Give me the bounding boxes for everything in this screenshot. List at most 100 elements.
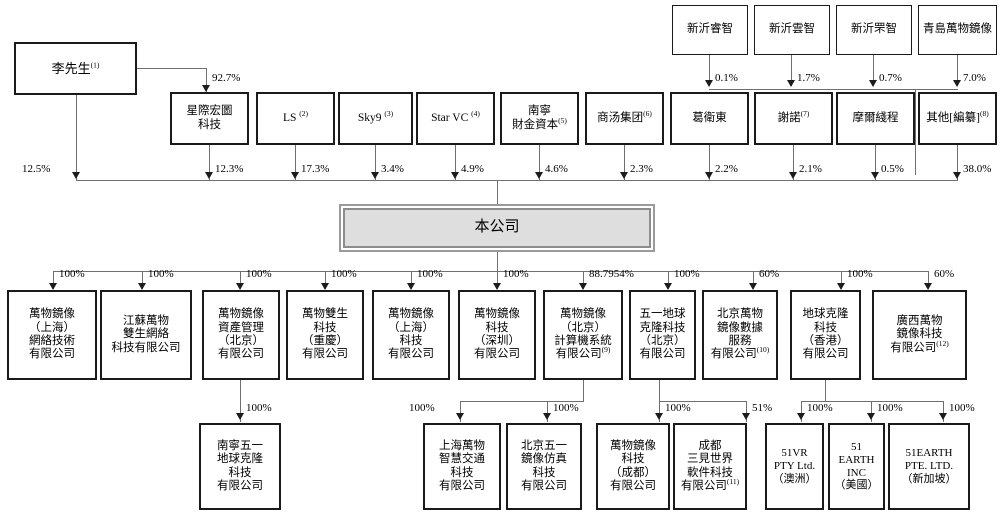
subsidiary-label-5: 萬物鏡像 科技 （深圳） 有限公司 — [474, 308, 520, 361]
connector-upper-1 — [791, 55, 793, 86]
connector-gc-0 — [240, 380, 242, 422]
shareholder-box-0[interactable]: 星際宏圖 科技 — [170, 92, 249, 145]
shareholder-box-3[interactable]: Star VC (4) — [416, 92, 495, 145]
subsidiary-label-8: 北京萬物 鏡像數據 服務 有限公司(10) — [710, 308, 770, 361]
connector-sub-4 — [411, 271, 413, 289]
pct-upper-2: 0.7% — [879, 72, 902, 84]
pct-gc-6: 100% — [877, 402, 903, 414]
arrow-upper-2 — [869, 80, 877, 87]
connector-gc-hub-a — [583, 380, 585, 402]
upper-shareholder-box-1[interactable]: 新沂雲智 — [754, 5, 830, 55]
pct-sub-3: 100% — [331, 268, 357, 280]
subsidiary-label-6: 萬物鏡像 （北京） 計算機系統 有限公司(9) — [554, 308, 612, 361]
arrow-sub-7 — [664, 283, 672, 290]
pct-sh-9: 38.0% — [963, 163, 992, 175]
grandchild-box-5[interactable]: 51VR PTY Ltd. （澳洲） — [765, 423, 824, 510]
connector-sub-9 — [841, 271, 843, 289]
arrow-gc-7 — [939, 413, 947, 420]
upper-bus-line — [709, 89, 958, 91]
connector-gc-bus-b — [659, 401, 747, 403]
pct-sh-2: 3.4% — [381, 163, 404, 175]
shareholder-box-7[interactable]: 謝諾(7) — [754, 92, 833, 145]
arrow-founder-to-sub — [202, 85, 210, 92]
grandchild-box-1[interactable]: 上海萬物 智慧交通 科技 有限公司 — [423, 423, 501, 510]
grandchild-box-2[interactable]: 北京五一 鏡像仿真 科技 有限公司 — [506, 423, 582, 510]
arrow-sh-3 — [451, 172, 459, 179]
founder-box[interactable]: 李先生(1) — [14, 42, 137, 95]
company-to-bus — [497, 252, 499, 272]
grandchild-box-0[interactable]: 南寧五一 地球克隆 科技 有限公司 — [199, 423, 281, 510]
subsidiary-box-5[interactable]: 萬物鏡像 科技 （深圳） 有限公司 — [458, 290, 536, 380]
subsidiary-box-0[interactable]: 萬物鏡像 （上海） 網絡技術 有限公司 — [7, 290, 97, 380]
connector-gc-bus-c — [801, 401, 944, 403]
shareholder-box-5[interactable]: 商汤集团(6) — [585, 92, 664, 145]
arrow-sh-6 — [705, 172, 713, 179]
shareholder-box-6[interactable]: 葛衛東 — [670, 92, 749, 145]
connector-upper-2 — [873, 55, 875, 86]
subsidiary-box-8[interactable]: 北京萬物 鏡像數據 服務 有限公司(10) — [702, 290, 778, 380]
arrow-sub-1 — [138, 283, 146, 290]
arrow-sub-5 — [493, 283, 501, 290]
arrow-sub-4 — [407, 283, 415, 290]
pct-sub-10: 60% — [934, 268, 955, 280]
shareholder-box-4[interactable]: 南寧 財金資本(5) — [500, 92, 579, 145]
upper-shareholder-label-3: 青島萬物鏡像 — [923, 23, 992, 36]
arrow-gc-5 — [797, 413, 805, 420]
company-box[interactable]: 本公司 — [339, 204, 655, 252]
arrow-sh-1 — [291, 172, 299, 179]
shareholder-box-1[interactable]: LS (2) — [256, 92, 335, 145]
arrow-sub-9 — [837, 283, 845, 290]
connector-gc-2 — [547, 401, 549, 422]
shareholder-box-2[interactable]: Sky9 (3) — [338, 92, 413, 145]
connector-sh-8 — [875, 145, 877, 180]
subsidiary-box-3[interactable]: 萬物雙生 科技 （重慶） 有限公司 — [286, 290, 364, 380]
connector-gc-1 — [460, 401, 462, 422]
shareholder-box-9[interactable]: 其他[編纂](8) — [918, 92, 997, 145]
connector-gc-5 — [801, 401, 803, 422]
pct-gc-1: 100% — [409, 402, 435, 414]
grandchild-box-3[interactable]: 萬物鏡像 科技 （成都） 有限公司 — [596, 423, 670, 510]
upper-shareholder-label-2: 新沂罘智 — [851, 23, 897, 36]
connector-upper-3 — [957, 55, 959, 86]
subsidiary-box-6[interactable]: 萬物鏡像 （北京） 計算機系統 有限公司(9) — [543, 290, 623, 380]
grandchild-box-6[interactable]: 51 EARTH INC （美國） — [828, 423, 885, 510]
upper-shareholder-label-1: 新沂雲智 — [769, 23, 815, 36]
connector-sh-3 — [455, 145, 457, 180]
connector-sh-2 — [375, 145, 377, 180]
connector-sh-6 — [709, 145, 711, 180]
subsidiary-label-10: 廣西萬物 鏡像科技 有限公司(12) — [890, 315, 949, 354]
upper-shareholder-box-0[interactable]: 新沂睿智 — [672, 5, 748, 55]
subsidiary-label-7: 五一地球 克隆科技 （北京） 有限公司 — [639, 308, 686, 361]
subsidiary-box-7[interactable]: 五一地球 克隆科技 （北京） 有限公司 — [629, 290, 696, 380]
connector-sub-5 — [497, 271, 499, 289]
connector-sh-1 — [295, 145, 297, 180]
upper-shareholder-box-2[interactable]: 新沂罘智 — [836, 5, 912, 55]
grandchild-box-4[interactable]: 成都 三見世界 軟件科技 有限公司(11) — [673, 423, 747, 510]
connector-sh-4 — [539, 145, 541, 180]
arrow-gc-4 — [742, 413, 750, 420]
subsidiary-box-9[interactable]: 地球克隆 科技 （香港） 有限公司 — [790, 290, 861, 380]
pct-sh-5: 2.3% — [630, 163, 653, 175]
connector-sub-7 — [668, 271, 670, 289]
shareholder-box-8[interactable]: 摩爾綫程 — [836, 92, 915, 145]
pct-sh-4: 4.6% — [545, 163, 568, 175]
connector-gc-3 — [659, 401, 661, 422]
grandchild-box-7[interactable]: 51EARTH PTE. LTD. （新加坡） — [888, 423, 970, 510]
pct-gc-7: 100% — [949, 402, 975, 414]
connector-sub-2 — [240, 271, 242, 289]
subsidiary-box-10[interactable]: 廣西萬物 鏡像科技 有限公司(12) — [872, 290, 967, 380]
founder-to-sub-v — [206, 68, 208, 92]
subsidiary-box-1[interactable]: 江蘇萬物 雙生網絡 科技有限公司 — [100, 290, 192, 380]
upper-shareholder-box-3[interactable]: 青島萬物鏡像 — [918, 5, 997, 55]
grandchild-label-4: 成都 三見世界 軟件科技 有限公司(11) — [680, 439, 740, 492]
arrow-gc-1 — [456, 413, 464, 420]
pct-sh-3: 4.9% — [461, 163, 484, 175]
upper-shareholder-label-0: 新沂睿智 — [687, 23, 733, 36]
connector-sh-7 — [793, 145, 795, 180]
subsidiary-box-4[interactable]: 萬物鏡像 （上海） 科技 有限公司 — [372, 290, 450, 380]
arrow-upper-3 — [953, 80, 961, 87]
connector-sh-5 — [624, 145, 626, 180]
subsidiary-label-0: 萬物鏡像 （上海） 網絡技術 有限公司 — [29, 308, 75, 361]
grandchild-label-3: 萬物鏡像 科技 （成都） 有限公司 — [610, 439, 656, 492]
subsidiary-box-2[interactable]: 萬物鏡像 資產管理 （北京） 有限公司 — [202, 290, 280, 380]
